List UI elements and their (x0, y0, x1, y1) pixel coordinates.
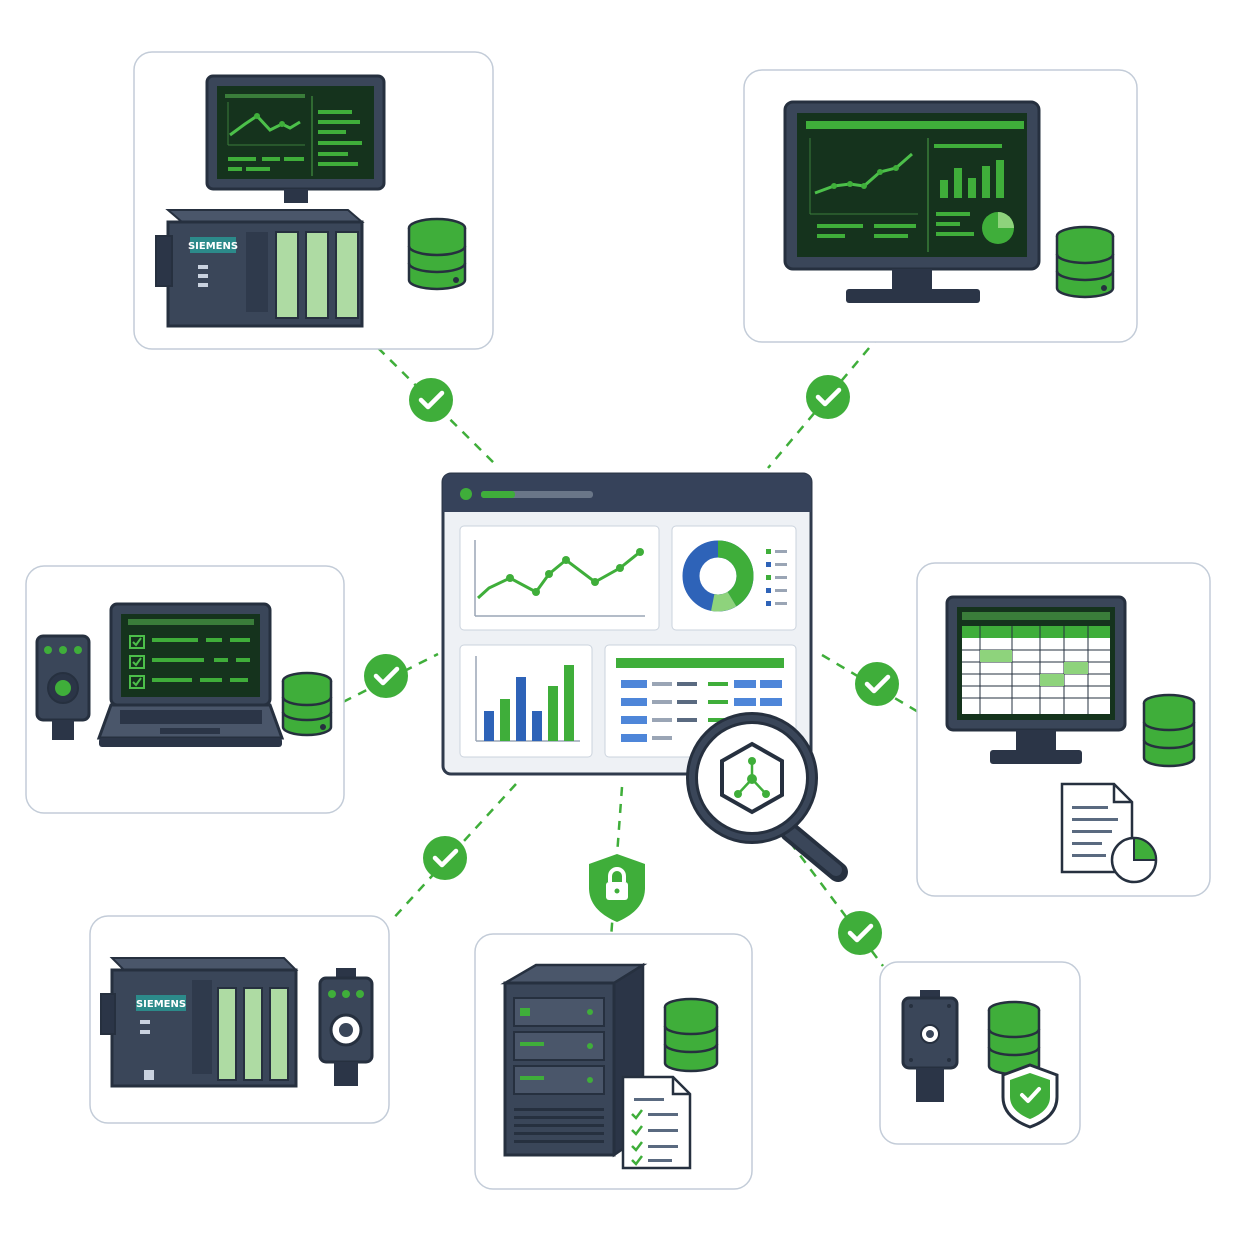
check-icon (855, 662, 899, 706)
connector-bottom-center (608, 786, 624, 953)
plc-unit: SIEMENS (155, 209, 365, 328)
database-icon (1142, 693, 1196, 768)
database-icon (663, 997, 719, 1073)
plc-sensor-group: SIEMENS (100, 957, 374, 1088)
server-group (500, 962, 719, 1170)
donut-chart-panel (671, 525, 797, 631)
check-icon (423, 836, 467, 880)
shield-check-icon (1001, 1063, 1059, 1129)
database-icon (987, 1000, 1041, 1076)
check-icon (409, 378, 453, 422)
check-badges (364, 375, 899, 955)
sensor-db-group (901, 990, 1059, 1129)
database-icon (407, 217, 467, 291)
check-icon (806, 375, 850, 419)
sensor-device (901, 990, 959, 1102)
sensor-device (35, 634, 91, 740)
lock-shield-icon (589, 854, 645, 922)
database-icon (1055, 225, 1115, 299)
check-icon (364, 654, 408, 698)
plc-hmi-group: SIEMENS (155, 74, 467, 328)
plc-brand-label: SIEMENS (188, 241, 238, 252)
spreadsheet-monitor-group (945, 595, 1196, 884)
magnifier-icon (686, 712, 848, 882)
network-hex-icon (720, 741, 784, 815)
monitor-dashboard-group (783, 100, 1115, 303)
laptop-group (35, 602, 333, 747)
document-icon (621, 1075, 692, 1170)
bar-chart-panel (459, 644, 593, 758)
window-status-dot (460, 488, 472, 500)
connector-bottom-right (789, 841, 884, 967)
line-chart-panel (459, 525, 660, 631)
check-icon (838, 911, 882, 955)
document-icon (1060, 782, 1158, 884)
plc-brand-label: SIEMENS (136, 999, 186, 1010)
database-icon (281, 671, 333, 737)
hmi-monitor (205, 74, 386, 203)
sensor-device (318, 968, 374, 1086)
central-dashboard (441, 472, 813, 776)
